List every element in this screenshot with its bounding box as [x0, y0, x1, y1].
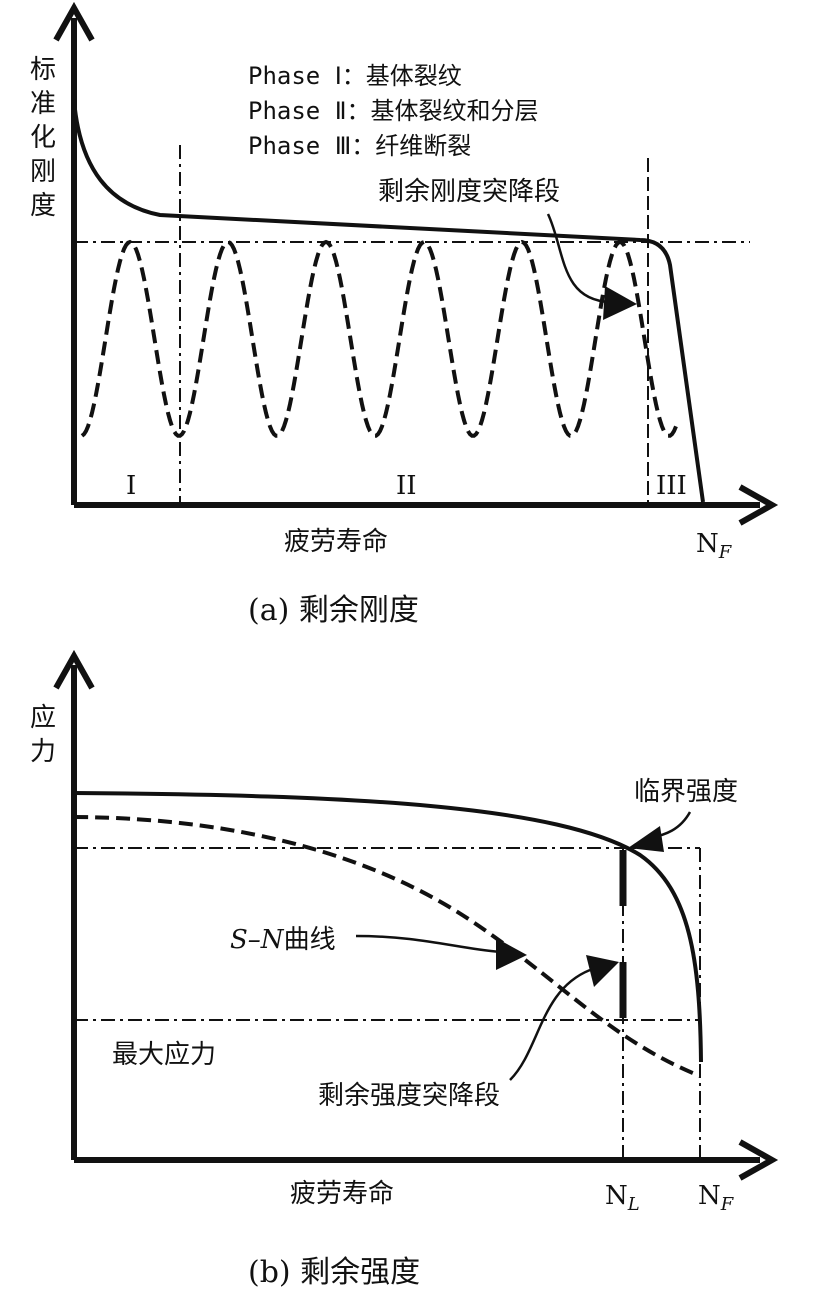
panel-b-ylabel-2: 力 — [30, 737, 56, 767]
residual-strength-curve — [73, 791, 703, 1063]
stiffness-drop-arrow — [546, 213, 611, 304]
region-ii-label: II — [396, 471, 417, 501]
panel-a-nf-label: NF — [696, 529, 733, 563]
panel-b-x-arrowhead — [738, 1139, 779, 1181]
strength-drop-arrowhead — [586, 955, 619, 987]
panel-b-xlabel: 疲劳寿命 — [290, 1179, 394, 1209]
critical-strength-label: 临界强度 — [634, 777, 738, 807]
phase-1-text: Phase Ⅰ：基体裂纹 — [248, 62, 462, 90]
panel-b-ylabel-1: 应 — [30, 703, 56, 733]
sn-curve-label: S–N曲线 — [230, 925, 336, 955]
stiffness-drop-label: 剩余刚度突降段 — [378, 177, 560, 207]
panel-a-xlabel: 疲劳寿命 — [284, 527, 388, 557]
phase-2-text: Phase Ⅱ：基体裂纹和分层 — [248, 97, 539, 125]
panel-b-nl-label: NL — [605, 1181, 640, 1215]
panel-b-y-arrowhead — [53, 649, 95, 690]
panel-a: 标 准 化 刚 度 Phase Ⅰ：基体裂纹 Phase Ⅱ：基体裂纹和分层 P… — [30, 1, 779, 628]
panel-b-caption: (b) 剩余强度 — [248, 1255, 420, 1290]
panel-a-ylabel-1: 标 — [30, 55, 56, 85]
sn-curve — [73, 815, 701, 1078]
phase-3-text: Phase Ⅲ：纤维断裂 — [248, 132, 471, 160]
panel-a-ylabel-4: 刚 — [30, 157, 56, 187]
panel-b-nf-label: NF — [698, 1181, 735, 1215]
sn-curve-arrow — [355, 934, 501, 954]
strength-drop-arrow — [509, 968, 591, 1081]
sn-curve-arrowhead — [496, 938, 527, 970]
panel-a-ylabel-5: 度 — [30, 191, 56, 221]
cyclic-load-curve — [80, 239, 678, 438]
panel-a-ylabel-3: 化 — [30, 123, 56, 153]
critical-strength-arrowhead — [628, 826, 664, 852]
panel-a-caption: (a) 剩余刚度 — [248, 593, 419, 628]
panel-b: 应 力 临界强度 S–N曲线 最大应力 剩余强度突降段 疲劳寿命 NL NF (… — [30, 649, 779, 1290]
max-stress-label: 最大应力 — [112, 1040, 216, 1070]
strength-drop-label: 剩余强度突降段 — [318, 1081, 500, 1111]
stiffness-drop-arrowhead — [603, 286, 637, 320]
panel-a-y-arrowhead — [53, 1, 95, 42]
panel-a-ylabel-2: 准 — [30, 89, 56, 119]
stiffness-curve — [72, 99, 705, 503]
panel-a-x-arrowhead — [738, 484, 779, 526]
region-iii-label: III — [656, 471, 687, 501]
region-i-label: I — [126, 471, 136, 501]
